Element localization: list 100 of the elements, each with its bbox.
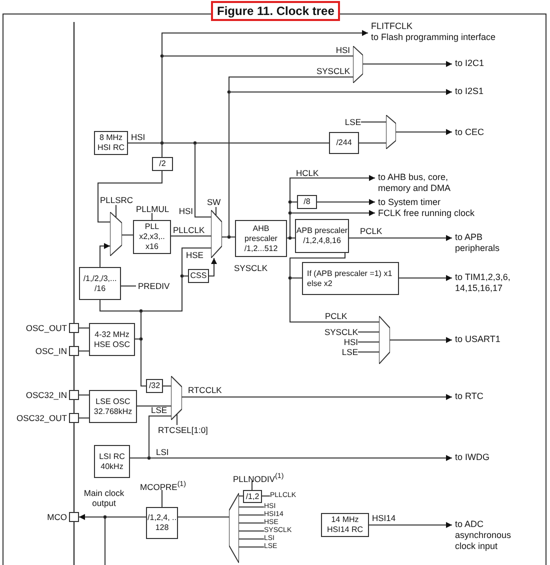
signal-arrow — [362, 61, 452, 67]
signal-arrow — [316, 199, 376, 205]
destination-label: to TIM1,2,3,6, 14,15,16,17 — [452, 272, 534, 296]
destination-label: to ADC asynchronous clock input — [452, 519, 516, 555]
destination-label: FLITFCLK — [371, 21, 414, 32]
divider-block: /8 — [297, 195, 317, 209]
signal-label: HCLK — [296, 168, 319, 178]
multiplexer — [171, 376, 182, 420]
divider-block: /1,/2,/3,... /16 — [79, 267, 121, 300]
signal-line — [98, 170, 162, 222]
pin-square — [69, 323, 79, 333]
signal-line — [238, 546, 264, 548]
divider-block: /2 — [152, 157, 173, 171]
destination-label: to IWDG — [452, 452, 512, 464]
signal-label: PCLK — [360, 226, 382, 236]
signal-label: OSC_IN — [35, 346, 67, 356]
destination-label: to I2C1 — [452, 58, 512, 70]
destination-label: to AHB bus, core, memory and DMA — [375, 172, 475, 194]
signal-line — [134, 338, 146, 386]
signal-label: SYSCLK — [234, 263, 268, 273]
destination-label: to RTC — [452, 391, 512, 403]
multiplier-block: If (APB prescaler =1) x1 else x2 — [302, 262, 399, 295]
signal-label: Main clock output — [82, 488, 126, 508]
oscillator-block: 4-32 MHz HSE OSC — [89, 323, 135, 356]
signal-arrow — [182, 394, 452, 400]
signal-label: LSE — [328, 347, 358, 357]
signal-line — [238, 522, 264, 524]
oscillator-block: 14 MHz HSI14 RC — [321, 513, 369, 537]
signal-line — [128, 142, 330, 144]
multiplexer — [229, 493, 239, 563]
divider-block: /32 — [146, 379, 163, 393]
signal-line — [178, 516, 230, 518]
signal-label: LSE — [151, 405, 168, 415]
signal-line — [238, 530, 264, 532]
destination-label: to System timer — [375, 197, 495, 208]
destination-label: to USART1 — [452, 334, 522, 346]
signal-label: MCOPRE$^{(1)}$ — [140, 479, 186, 492]
pin-square — [69, 346, 79, 356]
signal-arrow — [208, 258, 217, 276]
signal-line — [238, 506, 264, 508]
pin-square — [69, 390, 79, 400]
pin-square — [69, 512, 79, 522]
signal-label: RTCCLK — [188, 385, 222, 395]
signal-arrow — [368, 522, 452, 528]
signal-label: PLLNODIV$^{(1)}$ — [233, 471, 284, 484]
signal-label: MCO — [47, 512, 67, 522]
signal-label: PCLK — [325, 311, 348, 321]
oscillator-block: LSI RC 40kHz — [94, 445, 130, 478]
signal-arrow — [348, 235, 452, 241]
css-block: CSS — [188, 269, 209, 283]
signal-label: SYSCLK — [318, 327, 358, 337]
signal-line — [238, 514, 264, 516]
signal-label: SYSCLK — [316, 66, 350, 76]
signal-label: HSI14 — [372, 513, 396, 523]
destination-label: to CEC — [452, 127, 512, 139]
signal-label: HSI — [178, 206, 193, 216]
figure-title: Figure 11. Clock tree — [211, 1, 340, 21]
oscillator-block: 8 MHz HSI RC — [94, 131, 128, 155]
signal-label: OSC_OUT — [26, 323, 67, 333]
signal-label: OSC32_IN — [26, 390, 67, 400]
signal-label: SW — [207, 197, 221, 207]
signal-line — [238, 538, 264, 540]
signal-arrow — [130, 455, 452, 461]
signal-label: HSE — [186, 250, 204, 260]
signal-line — [358, 142, 386, 144]
signal-label: PLLSRC — [100, 195, 134, 205]
prescaler-block: APB prescaler /1,2,4,8,16 — [295, 219, 349, 253]
signal-line — [222, 236, 236, 238]
divider-block: /244 — [329, 132, 359, 154]
multiplexer — [211, 210, 222, 258]
signal-label: OSC32_OUT — [16, 413, 67, 423]
signal-arrow — [398, 275, 452, 281]
signal-arrow — [78, 514, 146, 520]
signal-label: HSI — [336, 45, 350, 55]
signal-arrow — [286, 210, 376, 238]
destination-label: to APB peripherals — [452, 232, 508, 256]
signal-label: PREDIV — [138, 281, 170, 291]
pll-block: PLL x2,x3,.. x16 — [133, 220, 171, 254]
destination-label: to Flash programming interface — [371, 32, 497, 43]
signal-label: PLLCLK — [173, 225, 205, 235]
signal-line — [122, 234, 134, 236]
signal-arrow — [396, 129, 452, 135]
signal-line — [78, 350, 90, 352]
signal-label: LSE — [331, 117, 361, 127]
signal-label: LSI — [156, 447, 169, 457]
signal-label: HSI — [328, 337, 358, 347]
signal-line — [78, 394, 90, 396]
signal-label: RTCSEL[1:0] — [158, 425, 208, 435]
prescaler-block: /1,2,4, .. 128 — [146, 507, 178, 539]
signal-line — [290, 252, 380, 322]
signal-arrow — [390, 337, 452, 343]
pin-square — [69, 413, 79, 423]
destination-label: FCLK free running clock — [375, 208, 505, 219]
multiplexer — [379, 316, 390, 364]
multiplexer — [386, 115, 396, 149]
signal-label: PLLMUL — [136, 204, 170, 214]
signal-arrow — [100, 243, 110, 268]
oscillator-block: LSE OSC 32.768kHz — [89, 390, 137, 423]
signal-label: HSI — [131, 132, 146, 142]
multiplexer — [110, 212, 122, 256]
